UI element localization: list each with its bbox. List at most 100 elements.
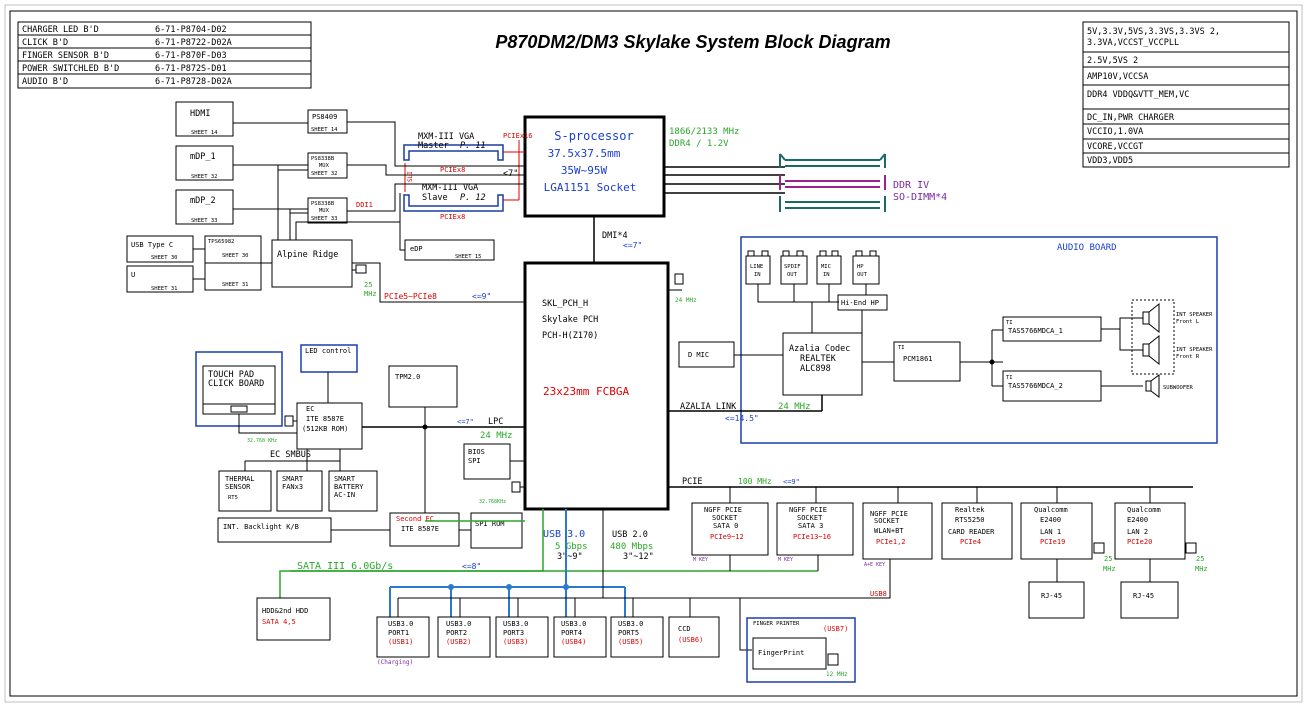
mxm-sli: SLI [407, 171, 414, 182]
spi-rom-block: SPI ROM [470, 512, 523, 549]
usb-port-1: USB3.0 PORT1 (USB1) [376, 616, 430, 658]
alpine-clk2: MHz [364, 290, 377, 298]
ddi1-label: DDI1 [356, 201, 373, 209]
slot-l3: CARD READER [948, 528, 995, 536]
usb-u-block: U SHEET 31 [126, 265, 194, 293]
slot-l1: NGFF PCIE [704, 506, 742, 514]
usb-port-l3: (USB1) [388, 638, 413, 646]
dmi-len: <=7" [623, 241, 642, 250]
led-frame [300, 344, 358, 373]
amp1-ti: TI [1006, 320, 1013, 326]
ec-label3: (512KB ROM) [302, 425, 348, 433]
tpm-block: TPM2.0 [388, 365, 458, 408]
slot-l4: PCIe1,2 [876, 538, 906, 546]
lan2-crystal [1185, 542, 1197, 554]
sata-len: <=8" [462, 562, 481, 571]
fan-label2: FANx3 [282, 483, 303, 491]
alpine-clk: 25 [364, 281, 372, 289]
hdmi-label: HDMI [190, 109, 210, 119]
speaker-icon [1142, 302, 1160, 334]
jack-spdif-label: SPDIF [784, 264, 801, 270]
ec-label2: ITE 8587E [306, 415, 344, 423]
mux1-to-cpu [347, 164, 525, 176]
mdp1-sheet: SHEET 32 [191, 174, 218, 180]
led-label: LED control [305, 347, 351, 355]
slot-l1: NGFF PCIE [870, 510, 908, 518]
board-name: CHARGER LED B'D [22, 25, 99, 35]
pch-l2: Skylake PCH [542, 315, 598, 325]
usb-port-3: USB3.0 PORT3 (USB3) [495, 616, 549, 658]
slot-ngff-2: NGFF PCIE SOCKET SATA 3 PCIe13~16 [776, 502, 854, 556]
board-pn: 6-71-P872S-D01 [155, 64, 227, 74]
slot-l3: LAN 2 [1127, 528, 1148, 536]
mxm-master-page: P. 11 [460, 141, 486, 151]
jack-hp-label2: OUT [857, 272, 868, 278]
usb-port-2: USB3.0 PORT2 (USB2) [437, 616, 491, 658]
ps8409-block: PS8409 SHEET 14 [307, 109, 348, 134]
fan-block: SMART FANx3 [276, 470, 323, 512]
slot-l1: Qualcomm [1127, 506, 1161, 514]
mxm-slave-role: Slave [422, 193, 448, 203]
thermal-block: THERMAL SENSOR RT5 [218, 470, 272, 512]
bios-block: BIOS SPI [463, 443, 511, 480]
usb3-label: USB 3.0 [543, 529, 585, 540]
mdp1-block: mDP_1 SHEET 32 [175, 145, 234, 181]
slot-l3: SATA 0 [713, 522, 738, 530]
board-name: CLICK B'D [22, 38, 68, 48]
lan1-clk2: MHz [1103, 565, 1116, 573]
usb-port-l1: USB3.0 [503, 620, 528, 628]
slot-l2: RTS5250 [955, 516, 985, 524]
rj45-label: RJ-45 [1133, 592, 1154, 600]
slot-l2: SOCKET [797, 514, 823, 522]
amp-split [991, 329, 1003, 387]
usb-port-l2: PORT2 [446, 629, 467, 637]
slot-l4: PCIe4 [960, 538, 981, 546]
azalia-label: AZALIA LINK [680, 402, 737, 412]
speaker-icon [1142, 334, 1160, 366]
fingerprint-label: FingerPrint [758, 649, 804, 657]
ps8409-label: PS8409 [312, 113, 337, 121]
usb-port-5: USB3.0 PORT5 (USB5) [610, 616, 664, 658]
usb-port-l1: USB3.0 [561, 620, 586, 628]
board-table: CHARGER LED B'D 6-71-P8704-D02 CLICK B'D… [17, 21, 312, 89]
board-pn: 6-71-P8704-D02 [155, 25, 227, 35]
slot-l2: E2400 [1040, 516, 1061, 524]
mxm-slave: MXM-III VGA Slave P. 12 [403, 183, 504, 212]
bios-clk: 32.768KHz [479, 499, 506, 505]
usb2-len: 3"~12" [623, 552, 654, 562]
pch-l1: SKL_PCH_H [542, 299, 588, 309]
usb-u-sheet: SHEET 31 [151, 286, 178, 292]
power-row: 2.5V,5VS 2 [1087, 56, 1138, 66]
usb8-line [603, 555, 891, 599]
azalia-len: <=14.5" [725, 414, 759, 423]
thermal-label2: SENSOR [225, 483, 251, 491]
board-pn: 6-71-P8728-D02A [155, 77, 232, 87]
battery-label3: AC-IN [334, 491, 355, 499]
mxm-pciex8a: PCIEx8 [440, 166, 465, 174]
alpine-crystal [352, 264, 367, 274]
power-row: VDD3,VDD5 [1087, 156, 1133, 166]
mxm-master-role: Master [418, 141, 449, 151]
mxm-pciex16: PCIEx16 [503, 132, 533, 140]
power-row: 3.3VA,VCCST_VCCPLL [1087, 38, 1179, 48]
usb2-speed: 480 Mbps [610, 542, 653, 552]
jack-line-in-label2: IN [754, 272, 761, 278]
amp2-label: TAS5766MDCA_2 [1008, 382, 1063, 390]
power-row: 5V,3.3V,5VS,3.3VS,3.3VS 2, [1087, 27, 1220, 37]
jack-hp: HP OUT [852, 250, 880, 285]
audio-board-label: AUDIO BOARD [1057, 243, 1117, 253]
audio-board-frame [740, 236, 1218, 444]
fan-label: SMART [282, 475, 304, 483]
mxm-connectors [404, 140, 525, 201]
slot-l4: PCIe9~12 [710, 533, 744, 541]
slot-l3: LAN 1 [1040, 528, 1061, 536]
usb2-label: USB 2.0 [612, 530, 648, 540]
board-name: FINGER SENSOR B'D [22, 51, 109, 61]
pch-crystal [668, 273, 684, 291]
finger-usb: (USB7) [823, 625, 848, 633]
lpc-label: LPC [488, 417, 503, 427]
azalia-clk: 24 MHz [778, 402, 811, 412]
usb-port-l3: (USB2) [446, 638, 471, 646]
usb3-speed: 5 Gbps [555, 542, 588, 552]
alpine-len: <=9" [472, 292, 491, 301]
